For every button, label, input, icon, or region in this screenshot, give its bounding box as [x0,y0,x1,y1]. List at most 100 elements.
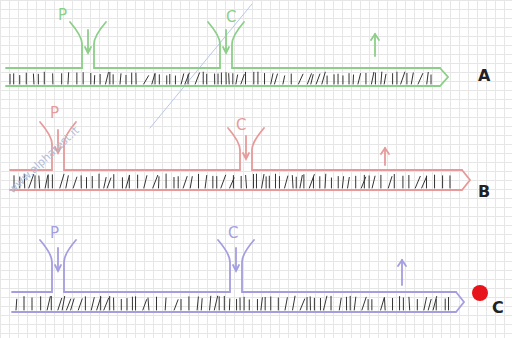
up-arrow [381,148,389,154]
hatch-stroke [125,75,126,84]
hatch-stroke [76,73,77,84]
inlet-wall [252,128,264,170]
hatch-stroke [320,298,321,310]
hatch-stroke [403,298,404,310]
hatch-stroke [51,296,52,310]
hatch-stroke [78,299,82,310]
hatch-stroke [158,177,160,188]
hatch-stroke [358,74,361,84]
hatch-stroke [73,177,77,188]
hatch-stroke [418,74,423,84]
hatch-stroke [291,74,292,84]
hatch-stroke [212,176,213,188]
hatch-stroke [143,300,147,310]
hatch-stroke [314,298,315,310]
hatch-stroke [448,298,449,310]
hatch-stroke [348,177,350,188]
hatch-stroke [372,176,375,188]
hatch-stroke [174,300,178,310]
hatch-stroke [285,176,288,188]
hatch-stroke [322,72,325,84]
hatch-stroke [442,176,443,188]
hatch-stroke [236,75,238,84]
hatch-stroke [203,72,204,84]
hatch-stroke [85,297,86,310]
hatch-stroke [99,174,100,188]
hatching [10,72,431,84]
hatch-stroke [401,72,405,84]
flow-arrow [225,30,227,52]
hatch-stroke [166,174,167,188]
hatch-stroke [428,299,431,310]
hatch-stroke [353,75,354,84]
hatch-stroke [324,296,327,310]
hatch-stroke [293,296,295,310]
hatch-stroke [210,296,211,310]
hatch-stroke [201,299,203,310]
hatch-stroke [402,176,403,188]
tube-wall [252,169,462,171]
hatch-stroke [265,297,266,310]
hatch-stroke [156,297,157,310]
hatch-stroke [346,297,347,310]
hatch-stroke [132,297,133,310]
hatch-stroke [232,74,233,84]
hatch-stroke [253,174,254,188]
hatch-stroke [262,174,264,188]
hatch-stroke [104,177,106,188]
hatch-stroke [52,74,53,84]
hatch-stroke [113,175,114,188]
hatch-stroke [148,298,150,310]
hatch-stroke [32,298,33,310]
hatch-stroke [396,72,397,84]
flow-arrow [233,265,239,271]
up-arrow [401,260,403,285]
hatch-stroke [256,174,257,188]
hatch-stroke [298,74,302,84]
tube-c [12,240,464,312]
hatch-stroke [216,177,217,188]
hatch-stroke [350,296,351,310]
hatch-stroke [239,298,240,310]
hatch-stroke [205,175,207,188]
hatch-stroke [190,177,192,188]
hatch-stroke [122,178,123,188]
tube-wall [10,170,470,190]
up-arrow [371,34,379,40]
hatch-stroke [38,176,40,188]
hatch-stroke [380,175,381,188]
hatch-stroke [120,74,122,84]
hatch-stroke [104,298,109,310]
up-arrow [398,260,406,266]
hatch-stroke [106,73,109,84]
hatch-stroke [371,72,373,84]
hatch-stroke [384,74,386,84]
hatch-stroke [406,73,407,84]
inlet-wall [40,240,52,292]
hatch-stroke [100,74,101,84]
hatch-stroke [338,74,339,84]
hatch-stroke [306,297,307,310]
hatch-stroke [131,73,132,84]
tube-wall [12,291,52,293]
hatch-stroke [10,74,11,84]
tube-wall [242,291,456,293]
hatch-stroke [300,299,305,310]
inlet-wall [228,128,240,170]
hatch-stroke [408,175,409,188]
hatch-stroke [427,72,428,84]
hatch-stroke [153,175,158,188]
hatch-stroke [369,176,370,188]
tube-wall [232,67,440,69]
hatch-stroke [173,177,174,188]
tube-a [6,22,448,86]
inlet-wall [94,22,106,68]
hatch-stroke [449,176,450,188]
tube-wall [12,292,464,312]
inlet-wall [64,240,76,292]
hatch-stroke [417,299,418,310]
hatch-stroke [338,176,339,188]
hatch-stroke [224,296,225,310]
hatch-stroke [19,76,20,84]
hatch-stroke [244,297,245,310]
